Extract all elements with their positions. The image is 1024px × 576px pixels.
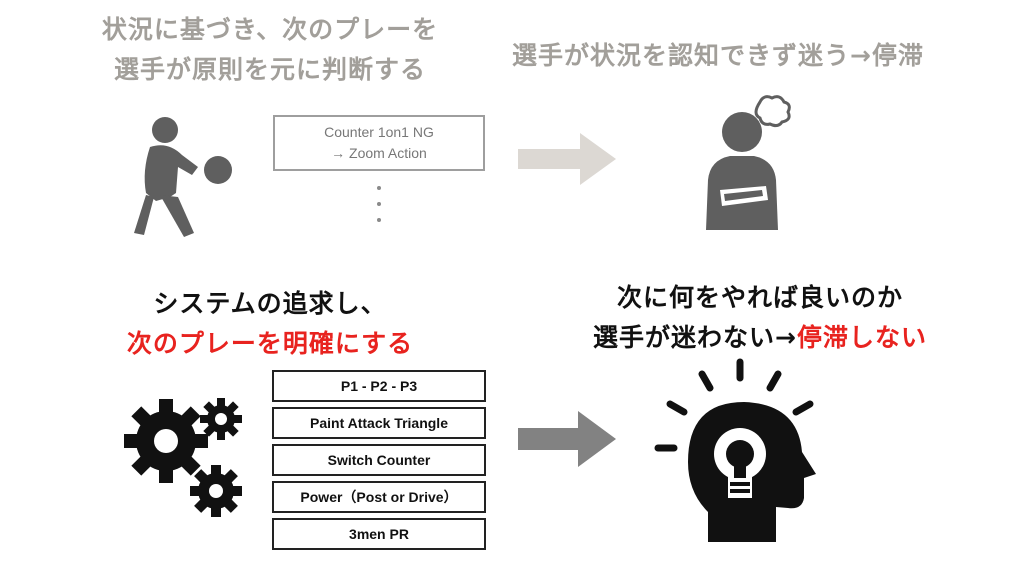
- top-action-box: Counter 1on1 NG → Zoom Action: [273, 115, 485, 171]
- top-box-line2: → Zoom Action: [331, 145, 427, 161]
- system-box: Switch Counter: [272, 444, 486, 476]
- dot: [377, 202, 381, 206]
- system-box: P1 - P2 - P3: [272, 370, 486, 402]
- bottom-right-line2-red: 停滞しない: [796, 323, 927, 352]
- arrow-right-icon: [518, 133, 616, 185]
- bottom-right-line2-black: 選手が迷わない→: [593, 323, 797, 352]
- dot: [377, 218, 381, 222]
- top-left-heading: 状況に基づき、次のプレーを 選手が原則を元に判断する: [70, 10, 470, 90]
- bottom-right-line1: 次に何をやれば良いのか: [616, 283, 903, 312]
- confused-person-icon: [706, 95, 791, 230]
- top-right-heading: 選手が状況を認知できず迷う→停滞: [512, 41, 924, 70]
- lightbulb-head-icon: [654, 358, 816, 542]
- bottom-left-line2: 次のプレーを明確にする: [126, 329, 414, 358]
- top-left-line2: 選手が原則を元に判断する: [113, 55, 426, 84]
- arrow-right-icon: [518, 411, 616, 467]
- system-box: Power（Post or Drive）: [272, 481, 486, 513]
- bottom-left-heading: システムの追求し、 次のプレーを明確にする: [80, 284, 460, 364]
- top-box-line1: Counter 1on1 NG: [324, 124, 434, 140]
- bottom-left-line1: システムの追求し、: [153, 289, 387, 318]
- bottom-right-heading: 次に何をやれば良いのか 選手が迷わない→停滞しない: [560, 278, 960, 361]
- dot: [377, 186, 381, 190]
- top-left-line1: 状況に基づき、次のプレーを: [101, 15, 439, 44]
- vertical-dots: [377, 186, 381, 234]
- system-box: Paint Attack Triangle: [272, 407, 486, 439]
- system-box: 3men PR: [272, 518, 486, 550]
- basketball-player-icon: [134, 117, 232, 237]
- gears-icon: [124, 398, 242, 517]
